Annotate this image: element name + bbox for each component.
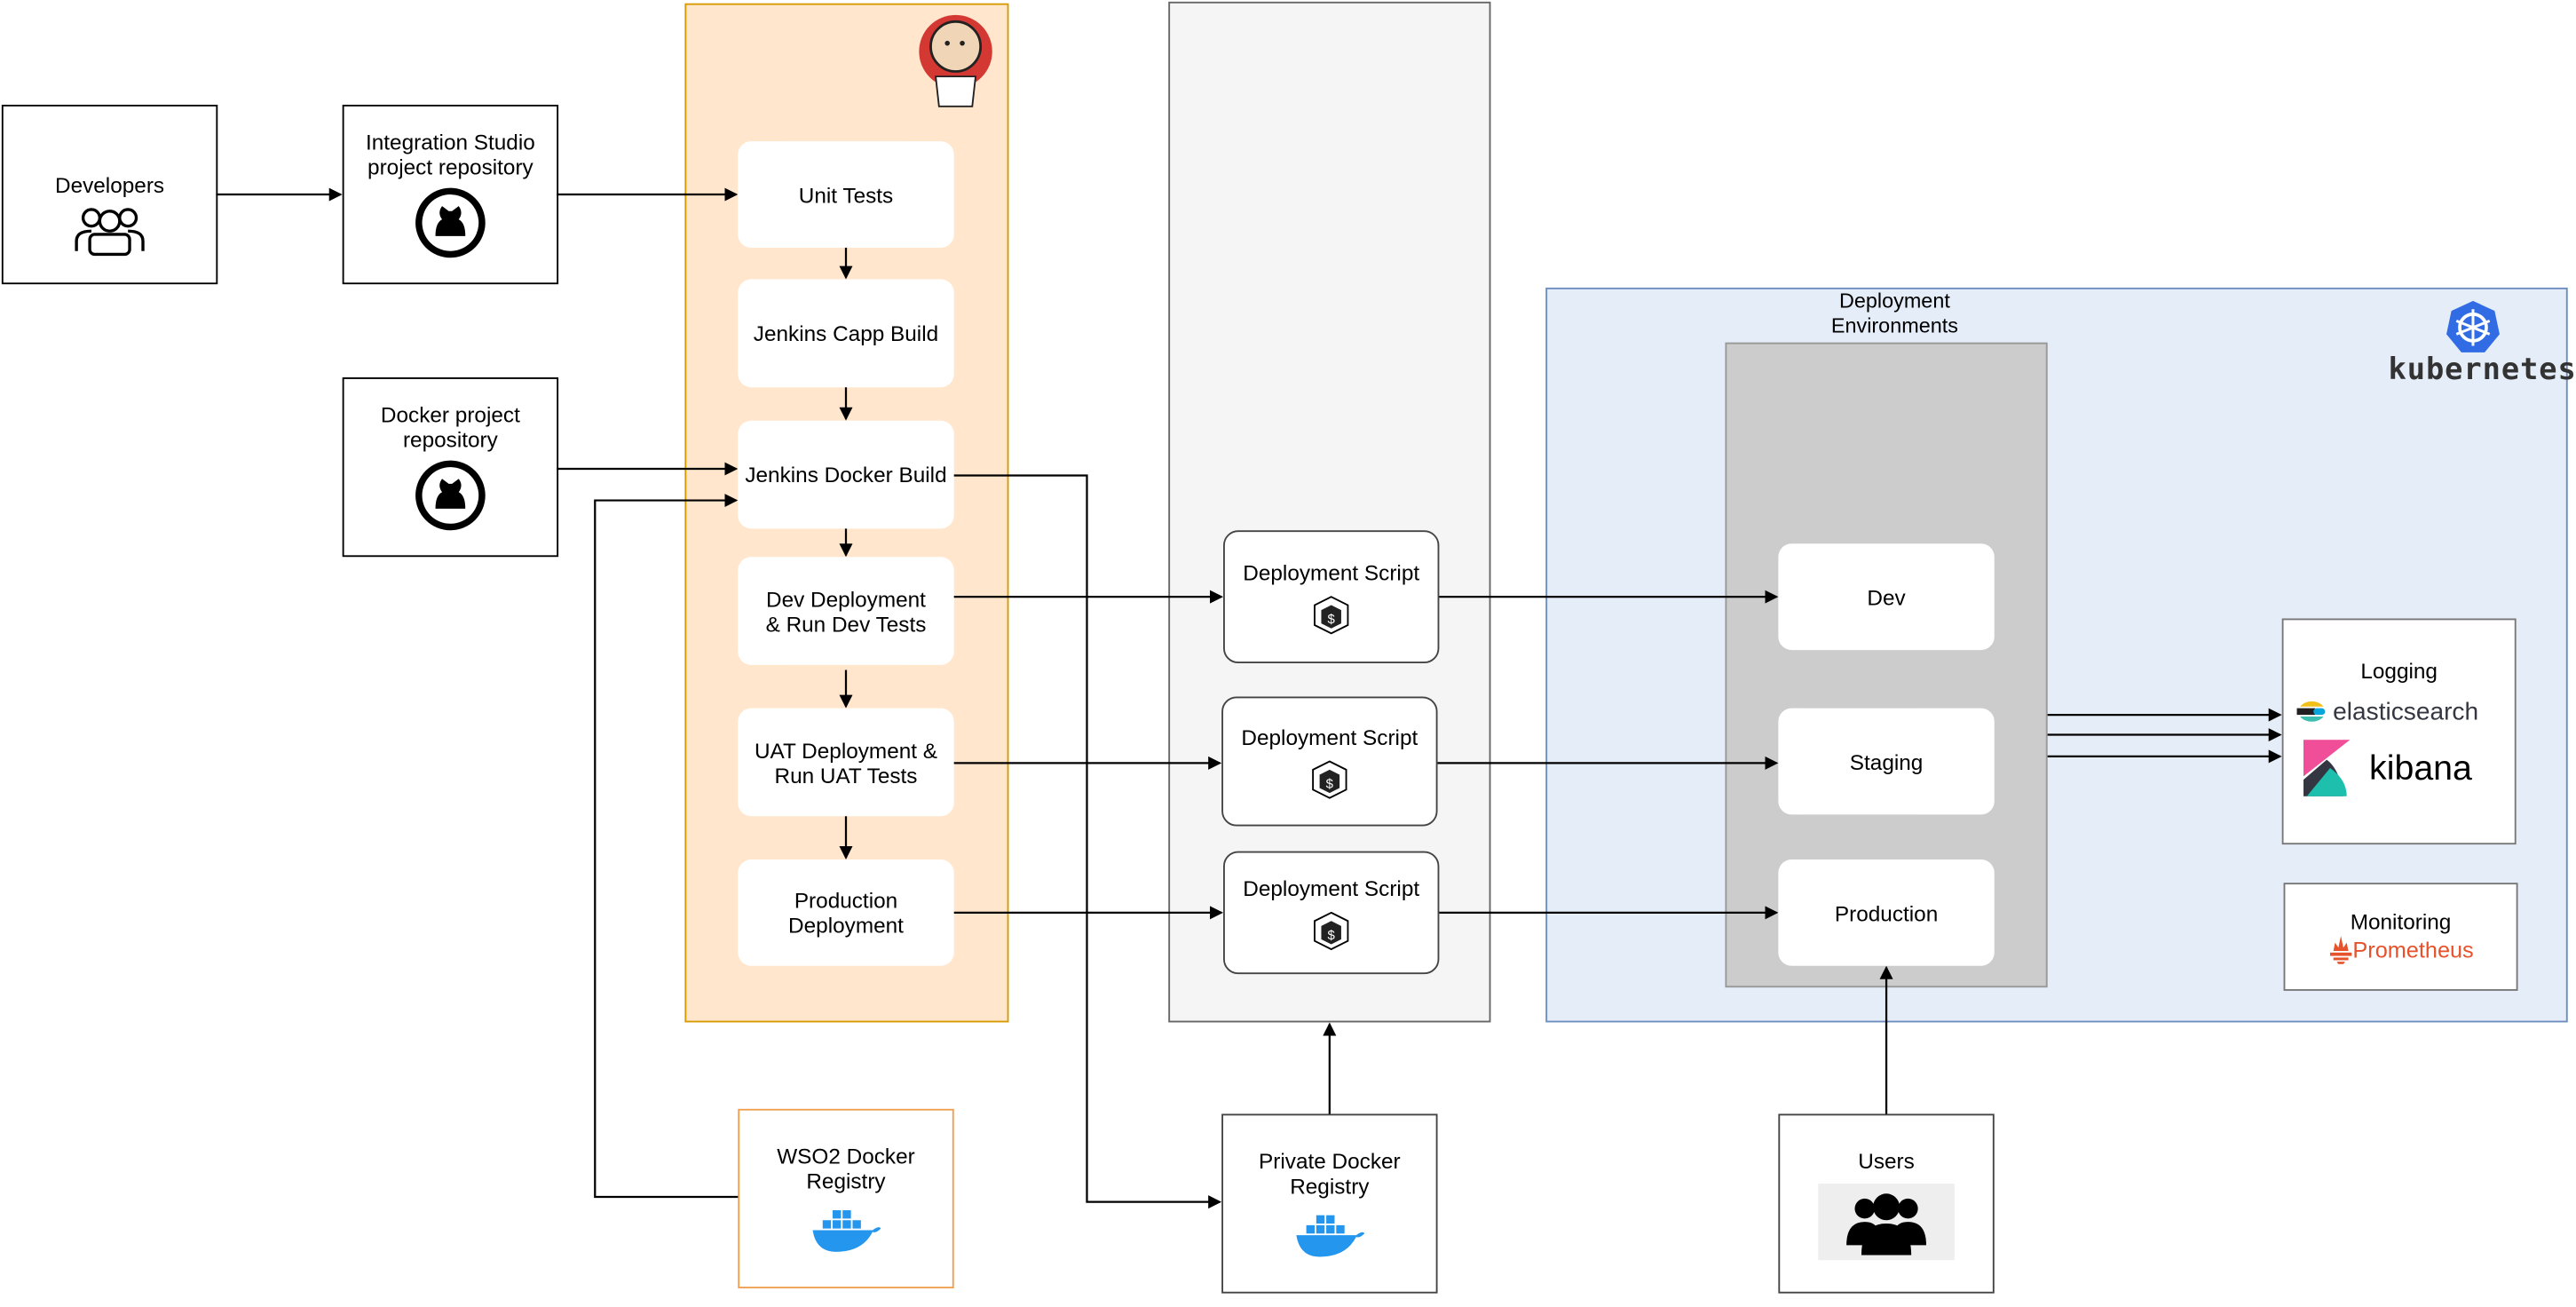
github-icon xyxy=(415,187,486,258)
prometheus-label: Prometheus xyxy=(2352,937,2474,962)
docker-repo-label: Docker project repository xyxy=(380,402,520,453)
script-label: Deployment Script xyxy=(1243,875,1420,900)
logging-title: Logging xyxy=(2360,658,2438,684)
env-production[interactable]: Production xyxy=(1778,859,1995,966)
developers-box[interactable]: Developers xyxy=(1,104,218,285)
svg-text:$: $ xyxy=(1328,927,1336,942)
users-label: Users xyxy=(1858,1147,1915,1173)
integration-repo-box[interactable]: Integration Studio project repository xyxy=(342,104,559,285)
shell-script-icon: $ xyxy=(1312,759,1347,798)
kibana-label: kibana xyxy=(2369,749,2472,788)
elasticsearch-icon xyxy=(2295,701,2325,722)
deployment-script-dev[interactable]: Deployment Script $ xyxy=(1223,530,1440,664)
shell-script-icon: $ xyxy=(1314,595,1349,634)
script-label: Deployment Script xyxy=(1243,559,1420,585)
docker-repo-box[interactable]: Docker project repository xyxy=(342,377,559,558)
env-staging[interactable]: Staging xyxy=(1778,708,1995,815)
wso2-registry-label: WSO2 Docker Registry xyxy=(777,1144,915,1194)
deployment-script-uat[interactable]: Deployment Script $ xyxy=(1221,696,1438,827)
developers-icon xyxy=(75,208,145,257)
deployment-script-production[interactable]: Deployment Script $ xyxy=(1223,851,1440,975)
users-box[interactable]: Users xyxy=(1778,1113,1995,1294)
logging-box[interactable]: Logging elasticsearch kibana xyxy=(2281,618,2517,845)
dev-deployment-step[interactable]: Dev Deployment & Run Dev Tests xyxy=(738,557,954,665)
users-icon xyxy=(1846,1192,1926,1255)
private-registry-label: Private Docker Registry xyxy=(1259,1148,1401,1199)
kibana-icon xyxy=(2303,740,2350,796)
github-icon xyxy=(415,460,486,531)
jenkins-logo-icon xyxy=(916,10,996,118)
production-deployment-step[interactable]: Production Deployment xyxy=(738,859,954,966)
shell-script-icon: $ xyxy=(1314,910,1349,950)
script-label: Deployment Script xyxy=(1241,724,1418,749)
prometheus-icon xyxy=(2329,936,2351,964)
monitoring-box[interactable]: Monitoring Prometheus xyxy=(2283,883,2518,991)
monitoring-title: Monitoring xyxy=(2350,909,2452,935)
svg-text:$: $ xyxy=(1328,611,1336,626)
docker-build-step[interactable]: Jenkins Docker Build xyxy=(738,420,954,529)
svg-text:$: $ xyxy=(1326,776,1334,791)
wso2-registry-box[interactable]: WSO2 Docker Registry xyxy=(738,1108,954,1289)
private-registry-box[interactable]: Private Docker Registry xyxy=(1221,1113,1438,1294)
capp-build-step[interactable]: Jenkins Capp Build xyxy=(738,279,954,388)
kubernetes-logo-icon xyxy=(2445,299,2501,364)
environments-title: Deployment Environments xyxy=(1830,289,1958,338)
docker-icon xyxy=(812,1210,881,1252)
docker-icon xyxy=(1296,1215,1365,1257)
kubernetes-logo-text: kubernetes xyxy=(2388,352,2576,388)
env-dev[interactable]: Dev xyxy=(1778,543,1995,651)
developers-label: Developers xyxy=(54,172,165,198)
unit-tests-step[interactable]: Unit Tests xyxy=(738,141,954,248)
elasticsearch-label: elasticsearch xyxy=(2333,697,2479,726)
uat-deployment-step[interactable]: UAT Deployment & Run UAT Tests xyxy=(738,708,954,817)
integration-repo-label: Integration Studio project repository xyxy=(365,130,535,180)
